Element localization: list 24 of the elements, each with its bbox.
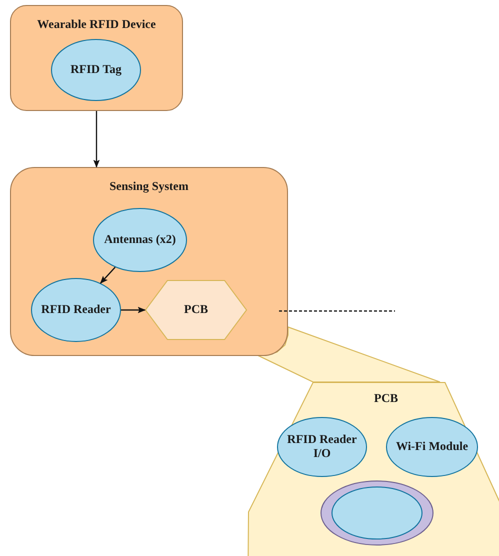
node-label: RFID Reader I/O bbox=[286, 433, 358, 461]
ellipse-node bbox=[93, 208, 187, 272]
zoom-callout bbox=[257, 327, 440, 382]
hexagon-panel bbox=[248, 382, 499, 556]
group-box bbox=[10, 167, 288, 356]
group-title: Wearable RFID Device bbox=[36, 18, 157, 32]
node-label: Wi-Fi Module bbox=[394, 440, 470, 454]
node-label: RFID Reader bbox=[40, 303, 112, 317]
ellipse-node bbox=[277, 417, 367, 477]
group-box bbox=[10, 5, 183, 111]
ellipse-node bbox=[386, 417, 478, 477]
ellipse-node bbox=[51, 39, 141, 101]
arrow bbox=[121, 306, 146, 314]
connector-line bbox=[279, 310, 395, 312]
node-label: PCB bbox=[183, 303, 209, 317]
node-label: Antennas (x2) bbox=[103, 233, 177, 247]
ellipse-node bbox=[320, 480, 434, 546]
arrow bbox=[93, 111, 100, 168]
group-title: PCB bbox=[373, 392, 399, 406]
hexagon-node bbox=[145, 280, 247, 340]
ellipse-node bbox=[31, 278, 121, 342]
node-label: RFID Tag bbox=[69, 63, 123, 77]
group-title: Sensing System bbox=[108, 180, 190, 194]
arrow bbox=[100, 266, 116, 284]
